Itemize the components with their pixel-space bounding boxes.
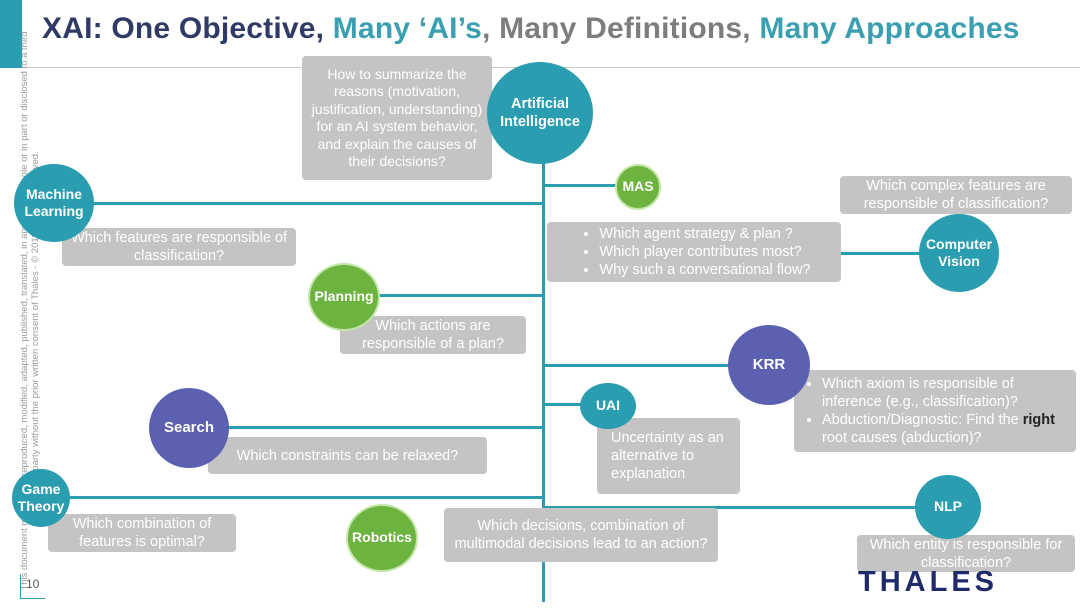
krr-question-box: Which axiom is responsible of inference …: [794, 370, 1076, 452]
uai-question-box: Uncertainty as an alternative to explana…: [597, 418, 740, 494]
branch-uai: [544, 403, 584, 406]
node-machine-learning: Machine Learning: [14, 164, 94, 242]
mas-question-box: Which agent strategy & plan ? Which play…: [547, 222, 841, 282]
title-part-objective: XAI: One Objective,: [42, 12, 333, 45]
cv-question-box: Which complex features are responsible o…: [840, 176, 1072, 214]
node-planning: Planning: [308, 263, 380, 331]
node-game-theory: Game Theory: [12, 469, 70, 527]
krr-question-1: Which axiom is responsible of inference …: [822, 375, 1070, 411]
node-artificial-intelligence: Artificial Intelligence: [487, 62, 593, 164]
title-accent-bar: [0, 0, 22, 68]
branch-planning: [378, 294, 544, 297]
mas-question-3: Why such a conversational flow?: [599, 261, 810, 279]
branch-cv: [836, 252, 924, 255]
krr-question-2-start: Abduction/Diagnostic: Find the: [822, 412, 1023, 428]
node-mas: MAS: [615, 164, 661, 210]
krr-question-2-emphasis: right: [1022, 412, 1055, 428]
search-question-box: Which constraints can be relaxed?: [208, 437, 487, 474]
krr-question-2-end: root causes (abduction)?: [822, 430, 982, 446]
slide-title: XAI: One Objective, Many ‘AI’s, Many Def…: [42, 12, 1020, 46]
krr-question-list: Which axiom is responsible of inference …: [800, 375, 1070, 447]
branch-krr: [544, 364, 734, 367]
title-part-definitions: , Many Definitions,: [482, 12, 760, 45]
trunk-line: [542, 150, 545, 602]
krr-question-2: Abduction/Diagnostic: Find the right roo…: [822, 411, 1070, 447]
branch-mas: [544, 184, 620, 187]
robotics-question-box: Which decisions, combination of multimod…: [444, 508, 718, 562]
node-robotics: Robotics: [346, 504, 418, 572]
branch-search: [228, 426, 544, 429]
node-uai: UAI: [580, 383, 636, 429]
node-nlp: NLP: [915, 475, 981, 539]
mas-question-list: Which agent strategy & plan ? Which play…: [577, 225, 810, 279]
node-krr: KRR: [728, 325, 810, 405]
branch-game: [70, 496, 544, 499]
planning-question-box: Which actions are responsible of a plan?: [340, 316, 526, 354]
ml-question-box: Which features are responsible of classi…: [62, 228, 296, 266]
mas-question-2: Which player contributes most?: [599, 243, 810, 261]
branch-nlp: [544, 506, 918, 509]
title-part-approaches: Many Approaches: [759, 12, 1020, 45]
node-search: Search: [149, 388, 229, 468]
mas-question-1: Which agent strategy & plan ?: [599, 225, 810, 243]
page-number-label: 10: [26, 577, 40, 591]
branch-ml: [85, 202, 544, 205]
title-part-ais: Many ‘AI’s: [332, 12, 483, 45]
ai-question-box: How to summarize the reasons (motivation…: [302, 56, 492, 180]
node-computer-vision: Computer Vision: [919, 214, 999, 292]
page-number: 10: [20, 574, 45, 599]
thales-logo: THALES: [858, 566, 998, 598]
nlp-question-box: Which entity is responsible for classifi…: [857, 535, 1075, 572]
game-question-box: Which combination of features is optimal…: [48, 514, 236, 552]
